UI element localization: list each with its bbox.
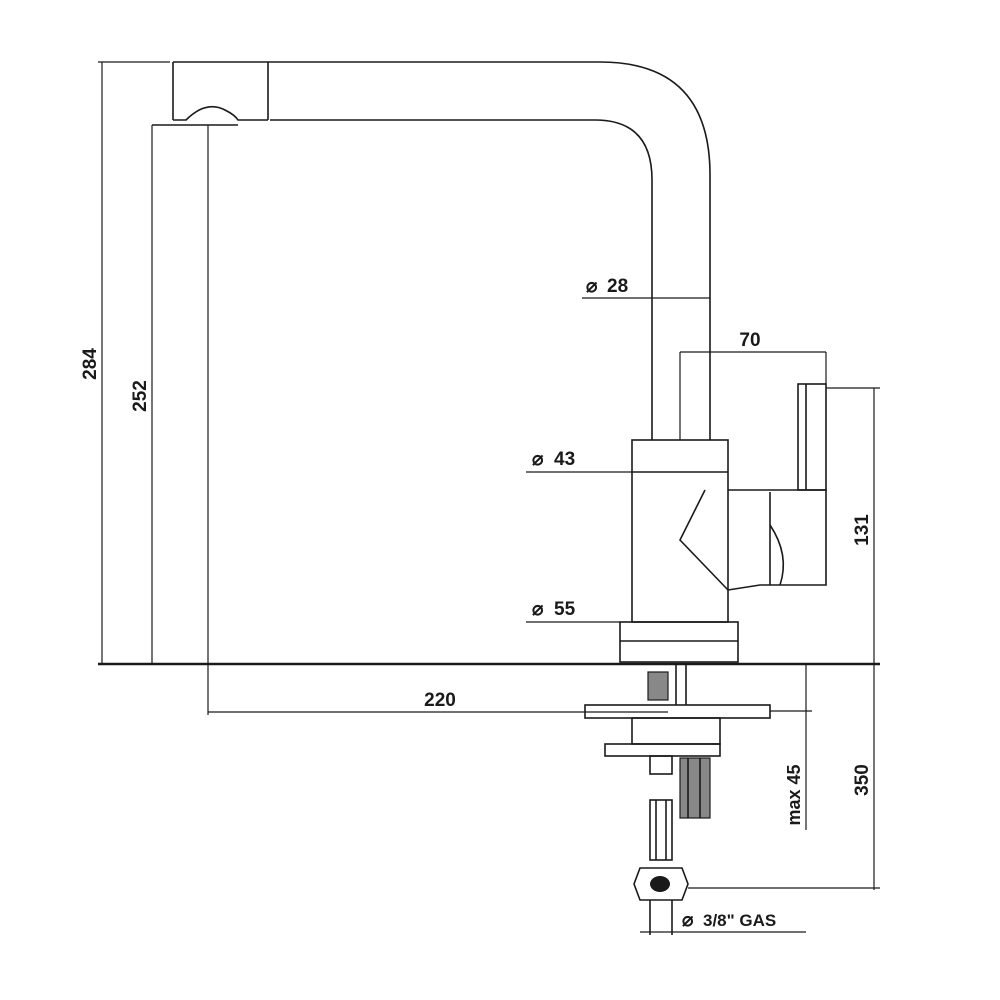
label-lever-height: 131 (852, 514, 873, 546)
label-deck-thickness: max 45 (784, 764, 804, 825)
dimension-hose-length: 350 (688, 664, 880, 890)
label-base-diameter: 55 (554, 599, 576, 620)
dimension-total-height: 284 (80, 61, 170, 664)
faucet-body (619, 439, 739, 663)
label-spout-diameter: 28 (607, 276, 628, 297)
label-lever-width: 70 (739, 330, 760, 351)
dimension-body-diameter: ⌀ 43 (526, 449, 632, 473)
label-body-diameter: 43 (554, 449, 575, 470)
dimension-spout-diameter: ⌀ 28 (582, 276, 710, 299)
diameter-symbol-gas: ⌀ (682, 910, 694, 931)
dimension-deck-thickness: max 45 (770, 664, 812, 830)
dimension-reach: 220 (207, 125, 668, 715)
faucet-spout (152, 61, 711, 440)
diameter-symbol-43: ⌀ (532, 449, 544, 470)
label-reach: 220 (424, 690, 456, 711)
label-spout-height: 252 (130, 380, 151, 412)
label-total-height: 284 (80, 348, 101, 380)
mounting-hardware (584, 664, 771, 819)
diameter-symbol-55: ⌀ (532, 599, 544, 620)
faucet-lever (679, 383, 827, 591)
dimension-lever-height: 131 (826, 387, 880, 664)
dimension-spout-height: 252 (130, 125, 153, 664)
supply-hose (633, 799, 689, 935)
dimension-hose-connection: ⌀ 3/8" GAS (640, 910, 806, 933)
label-hose-length: 350 (852, 764, 873, 796)
dimension-lever-width: 70 (679, 330, 827, 440)
diameter-symbol-28: ⌀ (586, 276, 598, 297)
label-hose-connection: 3/8" GAS (703, 911, 776, 930)
dimension-base-diameter: ⌀ 55 (526, 599, 620, 623)
